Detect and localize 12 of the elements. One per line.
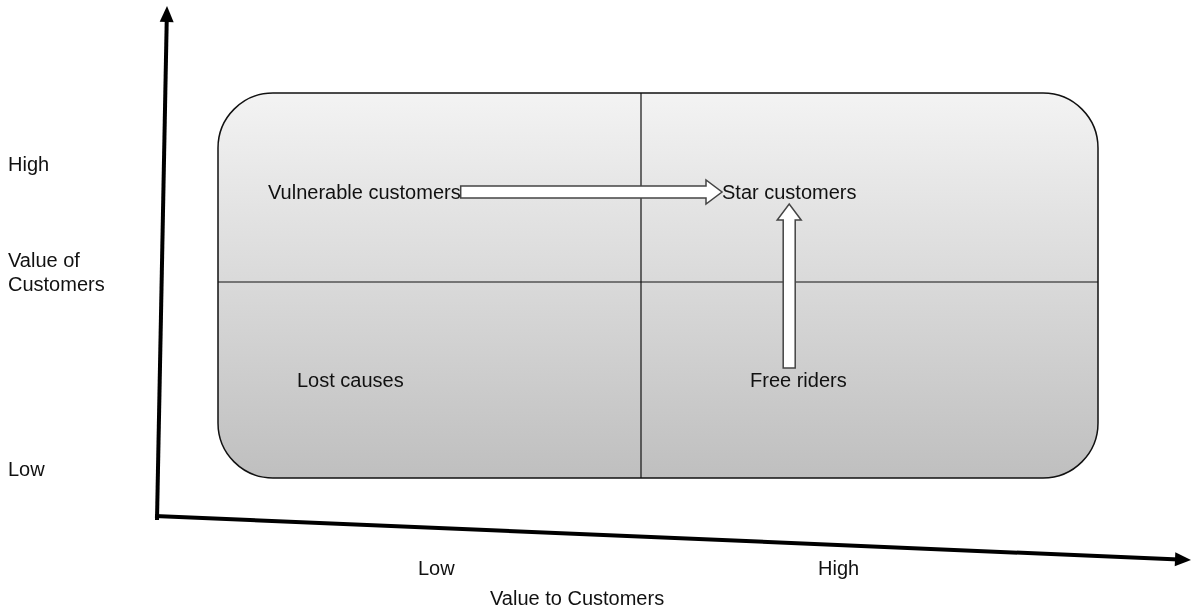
axis-title: Value to Customers	[490, 586, 665, 610]
axis-label: High	[8, 152, 50, 176]
block-arrow	[775, 202, 803, 369]
quadrant-label: Vulnerable customers	[268, 180, 461, 204]
axis-label: Low	[8, 457, 45, 481]
quadrant-label: Lost causes	[297, 368, 404, 392]
quadrant-label: Free riders	[750, 368, 847, 392]
block-arrow	[459, 178, 724, 206]
axis-label: High	[818, 556, 860, 580]
quadrant-label: Star customers	[722, 180, 857, 204]
axis-title: Value of Customers	[8, 248, 106, 296]
axis-label: Low	[418, 556, 455, 580]
